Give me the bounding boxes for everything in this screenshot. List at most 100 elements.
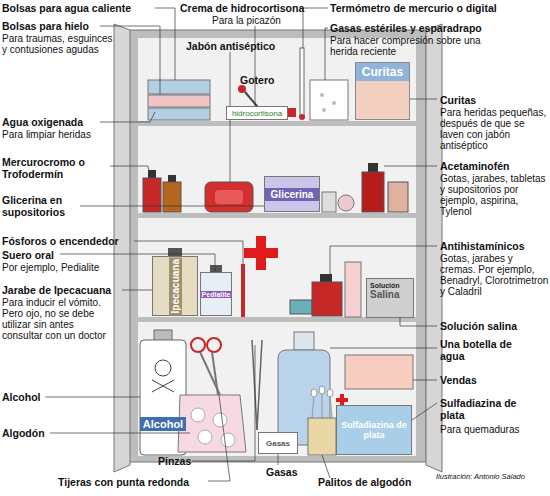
cotton-ball bbox=[213, 413, 227, 427]
item-text: Salina bbox=[370, 289, 399, 300]
dot bbox=[320, 93, 324, 97]
crossbones bbox=[152, 380, 174, 392]
item-name: Pinzas bbox=[158, 455, 191, 467]
item-text: Sulfadiazina de plata bbox=[337, 420, 411, 440]
bottle-neck bbox=[294, 332, 314, 350]
pill bbox=[338, 195, 354, 211]
leader-line bbox=[413, 380, 437, 381]
leader-line bbox=[410, 99, 437, 100]
ipecac-bottle: Ipecacuana bbox=[152, 256, 198, 316]
item-name: Sulfadiazina de plata bbox=[440, 397, 540, 421]
soap-detail bbox=[215, 190, 243, 204]
red-cross bbox=[336, 398, 348, 402]
leader-line bbox=[122, 290, 152, 291]
item-text: Glicerina bbox=[265, 188, 319, 201]
leader-line bbox=[155, 8, 175, 80]
leader-line bbox=[412, 403, 437, 420]
item-name: Glicerina en supositorios bbox=[2, 194, 102, 218]
leader-line bbox=[110, 166, 150, 178]
leader-line bbox=[400, 318, 437, 326]
item-note: Para inducir el vómito. Pero ojo, no se … bbox=[2, 297, 114, 341]
item-text: Ipecacuana bbox=[169, 257, 182, 315]
leader-line bbox=[100, 112, 155, 122]
cotton-ball bbox=[198, 430, 212, 444]
item-name: Alcohol bbox=[2, 391, 41, 403]
saline-box: SoluciónSalina bbox=[366, 278, 414, 318]
alcohol-bottle: Alcohol bbox=[140, 340, 186, 455]
crossbones bbox=[152, 380, 174, 392]
ointment-tube: hidrocortisona bbox=[226, 106, 288, 120]
item-text: Alcohol bbox=[140, 417, 186, 431]
scissors bbox=[207, 338, 221, 352]
shelf bbox=[138, 213, 416, 218]
item-name: Mercurocromo o Trofodermín bbox=[2, 156, 112, 180]
item-text: hidrocortisona bbox=[232, 109, 282, 118]
item-name: Curitas bbox=[440, 94, 476, 106]
leader-line bbox=[322, 455, 330, 478]
item-name: Tijeras con punta redonda bbox=[58, 476, 189, 488]
item-note: Gotas, jarabes y cremas. Por ejemplo, Be… bbox=[440, 253, 550, 297]
leader-line bbox=[80, 206, 264, 207]
leader-line bbox=[45, 397, 140, 398]
matches bbox=[241, 264, 245, 317]
item-text: Pedialite bbox=[201, 291, 231, 298]
leader-line bbox=[384, 166, 437, 167]
antihistamine-bottle bbox=[312, 282, 342, 316]
thermometer-bulb bbox=[299, 114, 305, 120]
soap bbox=[205, 182, 253, 212]
gauze-box: Gasas bbox=[258, 432, 298, 454]
item-name: Algodón bbox=[2, 427, 45, 439]
leader-line bbox=[192, 345, 255, 461]
item-note: Por ejemplo, Pedialite bbox=[2, 262, 99, 273]
bottle-cap bbox=[368, 163, 378, 172]
item-text: Gasas bbox=[266, 439, 290, 448]
leader-line bbox=[208, 395, 230, 481]
leader-line bbox=[278, 454, 279, 465]
item-note: Para heridas pequeñas, después de que se… bbox=[440, 107, 550, 151]
swab-tip bbox=[311, 389, 317, 397]
item-note: Para hacer compresión sobre una herida r… bbox=[330, 35, 490, 57]
bottle-cap bbox=[168, 175, 176, 182]
thermometer bbox=[300, 48, 304, 116]
ice-bag bbox=[148, 95, 210, 107]
item-note: Para quemaduras bbox=[440, 424, 520, 435]
item-name: Fósforos o encendedor bbox=[2, 235, 119, 247]
leader-line bbox=[255, 26, 256, 106]
item-name: Antihistamínicos bbox=[440, 240, 525, 252]
item-name: Crema de hidrocortisona bbox=[180, 2, 304, 14]
dot bbox=[332, 101, 336, 105]
item-text: Curitas bbox=[356, 63, 409, 81]
dropper-bulb bbox=[238, 85, 246, 93]
item-name: Solución salina bbox=[440, 320, 517, 332]
swab bbox=[322, 392, 323, 418]
skull-symbol bbox=[155, 360, 171, 376]
leader-line bbox=[303, 8, 328, 48]
cream-box bbox=[345, 262, 361, 317]
swab-tip bbox=[319, 386, 325, 394]
gauze-box bbox=[310, 80, 348, 120]
water-bag bbox=[148, 80, 210, 94]
acetaminophen-bottle bbox=[362, 172, 384, 212]
item-name: Jarabe de Ipecacuana bbox=[2, 284, 111, 296]
small-box bbox=[322, 192, 336, 212]
glycerin-box: Glicerina bbox=[264, 176, 320, 212]
swab bbox=[312, 395, 314, 418]
item-note: Para la picazón bbox=[212, 15, 281, 26]
silver-sulfadiazine-box: Sulfadiazina de plata bbox=[336, 405, 412, 455]
swab bbox=[330, 395, 332, 418]
item-note: Para traumas, esguinces y contusiones ag… bbox=[2, 33, 114, 55]
cotton-ball bbox=[191, 408, 205, 422]
item-name: Palitos de algodón bbox=[318, 476, 411, 488]
tube-cap bbox=[288, 108, 296, 117]
item-name: Gasas bbox=[266, 466, 298, 478]
item-text: Solución bbox=[370, 282, 400, 289]
bandage-box bbox=[345, 355, 413, 389]
water-bag bbox=[148, 108, 210, 120]
cream-tube bbox=[290, 300, 312, 314]
cabinet-interior bbox=[138, 38, 416, 456]
tweezers bbox=[257, 340, 262, 430]
item-name: Una botella de agua bbox=[440, 338, 530, 362]
item-name: Acetaminofén bbox=[440, 160, 509, 172]
bandage-box: Curitas bbox=[355, 62, 410, 120]
